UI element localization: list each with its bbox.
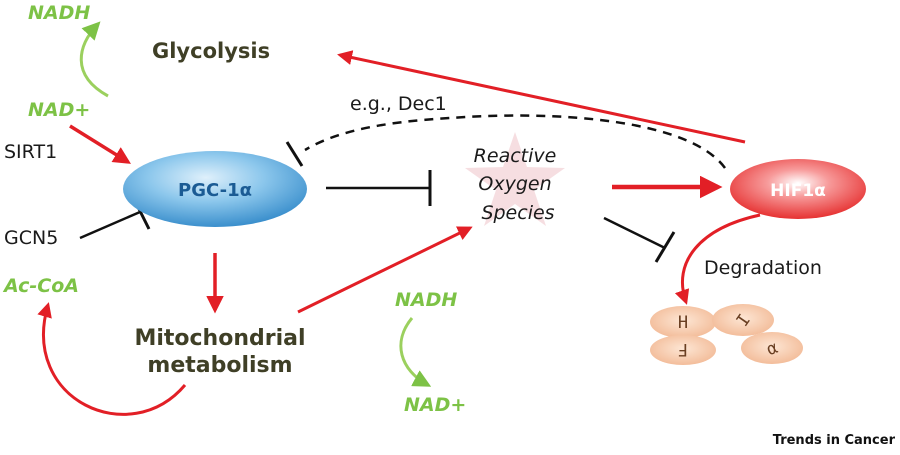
- trends-in-cancer-brand: Trends in Cancer: [773, 433, 896, 448]
- gcn5-label: GCN5: [4, 227, 58, 249]
- dec1-dashed-inhibition: [304, 114, 727, 169]
- nadh-top-label: NADH: [28, 2, 90, 24]
- pgc1a-label: PGC-1α: [178, 180, 252, 201]
- fragment-h: [650, 306, 716, 338]
- hif-to-glycolysis-arrow: [337, 50, 746, 144]
- hif1a-label: HIF1α: [770, 181, 826, 201]
- mito-to-acoa-arc: [37, 302, 187, 416]
- nad-to-nadh-arc: [79, 21, 109, 98]
- dec1-inhibition-bar: [285, 141, 304, 167]
- sirt1-activation-arrow: [69, 124, 131, 164]
- hif1a-node: [730, 159, 866, 219]
- ros-label-line3: Species: [481, 202, 554, 224]
- mito-to-ros-arrow: [297, 226, 473, 314]
- ros-inhibits-degradation-line: [603, 216, 666, 250]
- acoa-label: Ac-CoA: [2, 275, 79, 297]
- fragment-f-label: F: [678, 339, 688, 359]
- gcn5-inhibition-line: [79, 210, 141, 240]
- ros-star-icon: [465, 132, 565, 226]
- mito-label-line2: metabolism: [147, 353, 292, 378]
- mito-label-line1: Mitochondrial: [134, 326, 305, 351]
- dec1-label: e.g., Dec1: [350, 93, 447, 115]
- glycolysis-label: Glycolysis: [152, 39, 270, 63]
- ros-label-line2: Oxygen: [478, 173, 551, 195]
- hif-degradation-arrow: [674, 213, 761, 305]
- fragment-alpha: [741, 332, 803, 364]
- degradation-label: Degradation: [704, 257, 822, 279]
- ros-inhibits-degradation-bar: [654, 231, 676, 263]
- nad-left-label: NAD+: [28, 99, 90, 121]
- nadh-to-nad-arc: [399, 317, 432, 387]
- fragment-h-label: H: [678, 313, 688, 333]
- fragment-f: [650, 335, 716, 365]
- pgc1a-node: [123, 151, 307, 227]
- nad-bottom-label: NAD+: [404, 394, 466, 416]
- nadh-bottom-label: NADH: [395, 289, 457, 311]
- sirt1-label: SIRT1: [4, 141, 57, 163]
- fragment-i: [712, 304, 774, 336]
- ros-label-line1: Reactive: [474, 145, 557, 167]
